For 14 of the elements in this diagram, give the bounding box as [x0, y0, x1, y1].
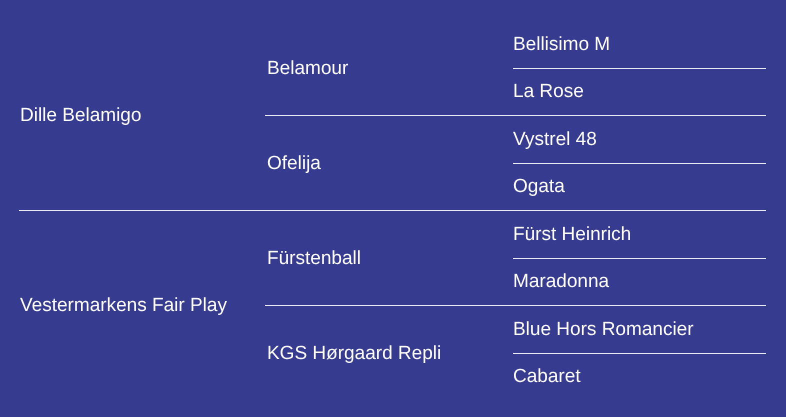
pedigree-name: Maradonna: [513, 271, 610, 294]
pedigree-name: Blue Hors Romancier: [513, 318, 694, 341]
pedigree-name: Cabaret: [513, 366, 581, 388]
pedigree-name: Dille Belamigo: [20, 105, 142, 127]
pedigree-name: Ogata: [513, 176, 565, 198]
pedigree-name: La Rose: [513, 81, 584, 104]
pedigree-name: Bellisimo M: [513, 34, 610, 56]
pedigree-name: Fürst Heinrich: [513, 224, 632, 246]
pedigree-name: Vystrel 48: [513, 128, 597, 151]
pedigree-name: Vestermarkens Fair Play: [20, 295, 227, 317]
pedigree-name: Belamour: [267, 58, 348, 80]
pedigree-name: Ofelija: [267, 152, 321, 174]
pedigree-name: KGS Hørgaard Repli: [267, 342, 442, 364]
pedigree-name: Fürstenball: [267, 248, 361, 270]
